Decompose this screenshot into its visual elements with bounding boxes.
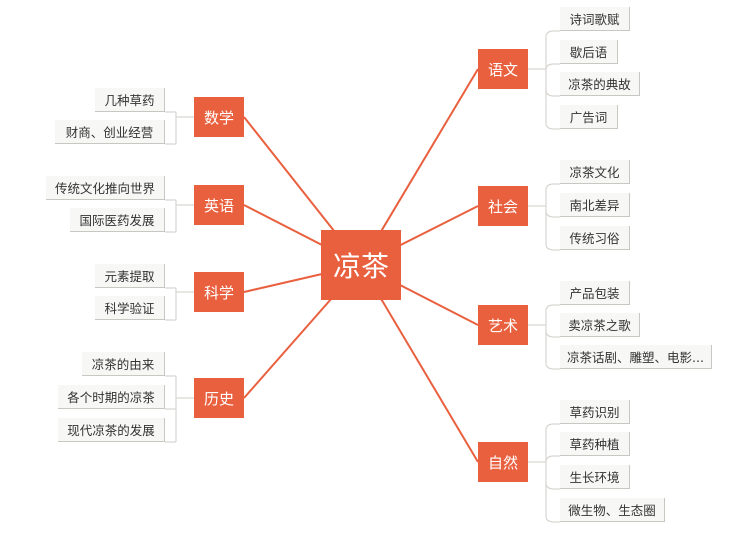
edge-leaf-right-2-0 [545, 304, 560, 312]
topic-math[interactable]: 数学 [194, 97, 244, 137]
leaf-society-regional[interactable]: 南北差异 [560, 193, 630, 217]
edge-leaf-right-0-0 [545, 30, 560, 38]
edge-leaf-right-2-2 [545, 362, 560, 370]
leaf-nature-plant[interactable]: 草药种植 [560, 432, 630, 456]
topic-chinese[interactable]: 语文 [478, 49, 528, 89]
central-topic[interactable]: 凉茶 [321, 230, 401, 300]
leaf-chinese-allusion[interactable]: 凉茶的典故 [560, 72, 640, 96]
edge-leaf-right-3-2 [545, 482, 560, 490]
edge-leaf-right-3-1 [545, 455, 560, 463]
leaf-chinese-xiehouyu[interactable]: 歇后语 [560, 40, 618, 64]
edge-leaf-right-3-3 [545, 515, 560, 523]
topic-nature[interactable]: 自然 [478, 442, 528, 482]
leaf-history-modern[interactable]: 现代凉茶的发展 [58, 418, 165, 442]
leaf-society-culture[interactable]: 凉茶文化 [560, 160, 630, 184]
leaf-nature-environment[interactable]: 生长环境 [560, 465, 630, 489]
topic-english[interactable]: 英语 [194, 185, 244, 225]
leaf-math-business[interactable]: 财商、创业经营 [55, 120, 165, 144]
leaf-history-periods[interactable]: 各个时期的凉茶 [58, 385, 165, 409]
leaf-art-packaging[interactable]: 产品包装 [560, 281, 630, 305]
leaf-chinese-poetry[interactable]: 诗词歌赋 [560, 7, 630, 31]
leaf-history-origin[interactable]: 凉茶的由来 [82, 352, 165, 376]
leaf-nature-ecology[interactable]: 微生物、生态圈 [560, 498, 665, 522]
leaf-science-extract[interactable]: 元素提取 [95, 264, 165, 288]
leaf-english-medicine[interactable]: 国际医药发展 [70, 208, 165, 232]
edge-leaf-right-1-0 [545, 183, 560, 191]
leaf-math-herbs[interactable]: 几种草药 [95, 88, 165, 112]
topic-society[interactable]: 社会 [478, 186, 528, 226]
edge-leaf-right-2-1 [545, 330, 560, 338]
leaf-art-drama[interactable]: 凉茶话剧、雕塑、电影... [560, 345, 712, 369]
leaf-society-custom[interactable]: 传统习俗 [560, 226, 630, 250]
edge-leaf-right-3-0 [545, 423, 560, 431]
leaf-nature-identify[interactable]: 草药识别 [560, 400, 630, 424]
topic-art[interactable]: 艺术 [478, 305, 528, 345]
edge-leaf-right-0-1 [545, 63, 560, 71]
leaf-science-verify[interactable]: 科学验证 [95, 296, 165, 320]
leaf-english-culture[interactable]: 传统文化推向世界 [46, 176, 165, 200]
edge-leaf-right-0-2 [545, 89, 560, 97]
leaf-chinese-slogan[interactable]: 广告词 [560, 105, 618, 129]
topic-science[interactable]: 科学 [194, 272, 244, 312]
leaf-art-song[interactable]: 卖凉茶之歌 [560, 313, 640, 337]
edge-leaf-right-1-2 [545, 243, 560, 251]
topic-history[interactable]: 历史 [194, 378, 244, 418]
edge-leaf-right-0-3 [545, 122, 560, 130]
edge-leaf-right-1-1 [545, 210, 560, 218]
